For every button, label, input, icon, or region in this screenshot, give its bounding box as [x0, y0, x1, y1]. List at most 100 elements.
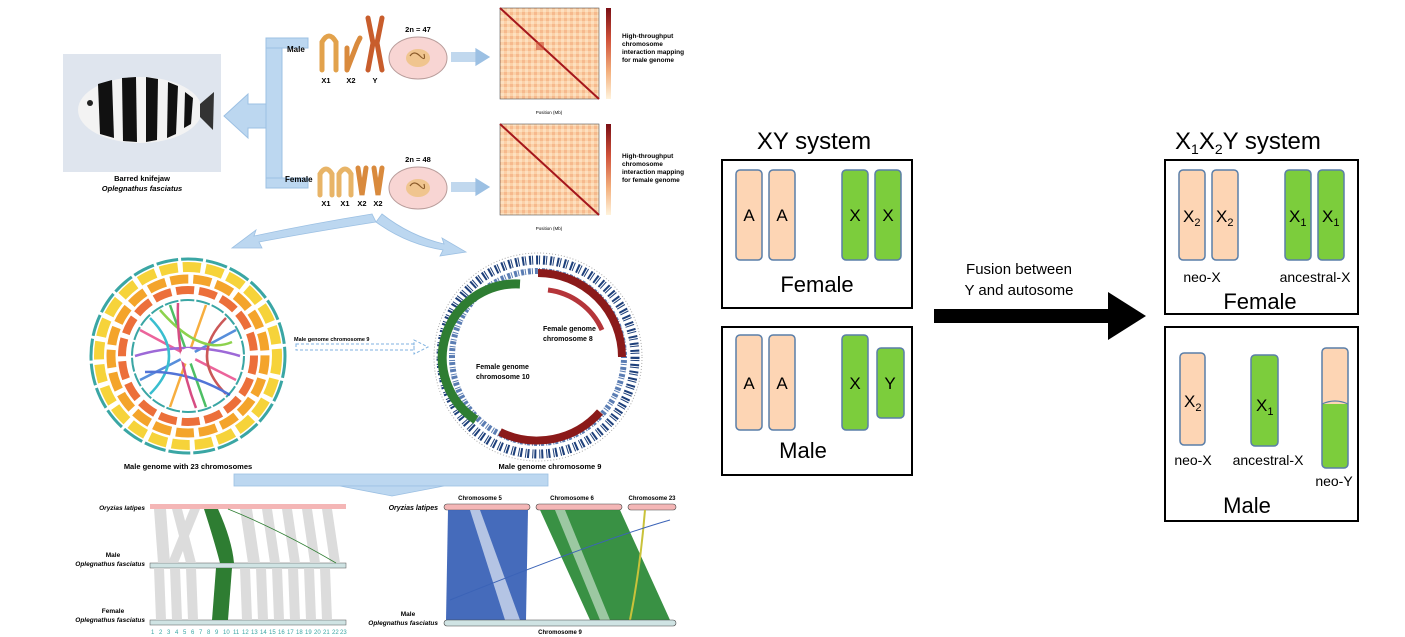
xy-female-chrom-4: X: [882, 206, 893, 225]
right-synteny-male: Male: [401, 611, 416, 618]
female-chrom-label-2: X1: [340, 199, 349, 208]
x1x2y-male-box: [1164, 326, 1359, 522]
female-karyotype-label: 2n = 48: [405, 155, 431, 164]
xy-male-chrom-4: Y: [884, 374, 895, 393]
male-hic-xlabel: Position (Mb): [536, 110, 563, 115]
male-cell-icon: [388, 36, 448, 80]
svg-text:23: 23: [340, 630, 347, 636]
svg-text:11: 11: [233, 630, 240, 636]
svg-text:6: 6: [191, 630, 195, 636]
chr9-dashed-arrow: [295, 339, 430, 355]
xy-female-chrom-1: A: [743, 206, 755, 225]
fusion-caption-line1: Fusion between: [966, 261, 1072, 278]
down-arrow-to-synteny: [233, 473, 549, 497]
svg-text:9: 9: [215, 630, 219, 636]
svg-text:10: 10: [223, 630, 230, 636]
svg-text:4: 4: [175, 630, 179, 636]
synteny-female-label: Female: [102, 608, 125, 615]
svg-text:15: 15: [269, 630, 276, 636]
synteny-male-species: Oplegnathus fasciatus: [75, 561, 145, 568]
male-chrom-label-2: X2: [346, 76, 355, 85]
xy-male-chrom-1: A: [743, 374, 755, 393]
female-chrom-label-1: X1: [321, 199, 330, 208]
xy-female-label: Female: [780, 272, 853, 297]
curved-arrows-to-circos: [230, 213, 468, 257]
xy-system-title: XY system: [757, 128, 871, 155]
fish-photo: [63, 54, 221, 172]
svg-text:3: 3: [167, 630, 171, 636]
xy-male-chrom-2: A: [776, 374, 788, 393]
svg-text:12: 12: [242, 630, 249, 636]
svg-text:1: 1: [151, 630, 155, 636]
x1x2y-female-neo-x: neo-X: [1183, 269, 1221, 285]
right-synteny-chr6: Chromosome 6: [550, 496, 594, 502]
female-chrom-label-3: X2: [357, 199, 366, 208]
female-hic-xlabel: Position (Mb): [536, 226, 563, 231]
svg-text:17: 17: [287, 630, 294, 636]
female-hic-caption: High-throughput chromosome interaction m…: [622, 153, 686, 184]
svg-text:19: 19: [305, 630, 312, 636]
right-synteny-male-species: Oplegnathus fasciatus: [368, 620, 438, 627]
x1x2y-male-label: Male: [1223, 493, 1271, 518]
female-chr10-label: Female genome chromosome 10: [476, 364, 531, 381]
x1x2y-male-neo-x: neo-X: [1174, 452, 1212, 468]
fish-species-name: Oplegnathus fasciatus: [102, 184, 182, 193]
svg-text:5: 5: [183, 630, 187, 636]
female-hic-arrow: [451, 177, 491, 197]
female-hic-map: [499, 123, 611, 216]
sex-branch-bracket: [223, 37, 309, 189]
svg-text:8: 8: [207, 630, 211, 636]
svg-text:18: 18: [296, 630, 303, 636]
xy-female-box: [721, 159, 913, 309]
xy-female-chrom-2: A: [776, 206, 788, 225]
fish-common-name: Barred knifejaw: [114, 174, 170, 183]
synteny-left-plot: [149, 504, 347, 626]
svg-text:20: 20: [314, 630, 321, 636]
male-chrom-label-1: X1: [321, 76, 330, 85]
right-synteny-chr5: Chromosome 5: [458, 496, 502, 502]
xy-female-chrom-3: X: [849, 206, 860, 225]
female-branch-label: Female: [285, 175, 313, 184]
svg-text:22: 22: [332, 630, 339, 636]
svg-text:14: 14: [260, 630, 267, 636]
fusion-arrow-icon: [934, 292, 1146, 340]
right-synteny-chr23: Chromosome 23: [628, 496, 676, 502]
x1x2y-female-ancestral-x: ancestral-X: [1280, 269, 1351, 285]
male-hic-map: [499, 7, 611, 100]
svg-text:13: 13: [251, 630, 258, 636]
xy-male-chrom-3: X: [849, 374, 860, 393]
x1x2y-female-label: Female: [1223, 289, 1296, 314]
female-chromosome-icons: [317, 165, 385, 198]
x1x2y-male-neo-y: neo-Y: [1315, 473, 1353, 489]
svg-text:7: 7: [199, 630, 203, 636]
male-genome-circos-caption: Male genome with 23 chromosomes: [124, 462, 252, 471]
synteny-oryzias-label: Oryzias latipes: [99, 505, 145, 512]
male-genome-circos: [89, 257, 287, 455]
chr9-circos: [433, 252, 643, 462]
svg-text:2: 2: [159, 630, 163, 636]
x1x2y-system-title: X1X2Y system: [1175, 128, 1321, 157]
male-hic-caption: High-throughput chromosome interaction m…: [622, 33, 686, 64]
x1x2y-female-box: [1164, 159, 1359, 315]
male-chromosome-icons: [319, 15, 385, 73]
fusion-caption-line2: Y and autosome: [965, 282, 1074, 299]
female-cell-icon: [388, 166, 448, 210]
synteny-male-label: Male: [106, 552, 121, 559]
right-synteny-oryzias: Oryzias latipes: [389, 505, 439, 512]
right-synteny-plot: [443, 503, 677, 627]
synteny-female-numbers: 1 2 3 4 5 6 7 8 9 10 11 12 13 14 15 16 1…: [151, 630, 347, 636]
female-chrom-label-4: X2: [373, 199, 382, 208]
chr9-circos-caption: Male genome chromosome 9: [499, 462, 602, 471]
male-chr9-link-label: Male genome chromosome 9: [294, 337, 370, 343]
synteny-female-species: Oplegnathus fasciatus: [75, 617, 145, 624]
male-branch-label: Male: [287, 45, 305, 54]
male-chrom-label-3: Y: [372, 76, 377, 85]
xy-male-label: Male: [779, 438, 827, 463]
right-synteny-chr9: Chromosome 9: [538, 630, 582, 636]
female-chr8-label: Female genome chromosome 8: [543, 326, 598, 343]
male-hic-arrow: [451, 47, 491, 67]
xy-male-box: [721, 326, 913, 476]
svg-text:21: 21: [323, 630, 330, 636]
x1x2y-male-ancestral-x: ancestral-X: [1233, 452, 1304, 468]
svg-text:16: 16: [278, 630, 285, 636]
